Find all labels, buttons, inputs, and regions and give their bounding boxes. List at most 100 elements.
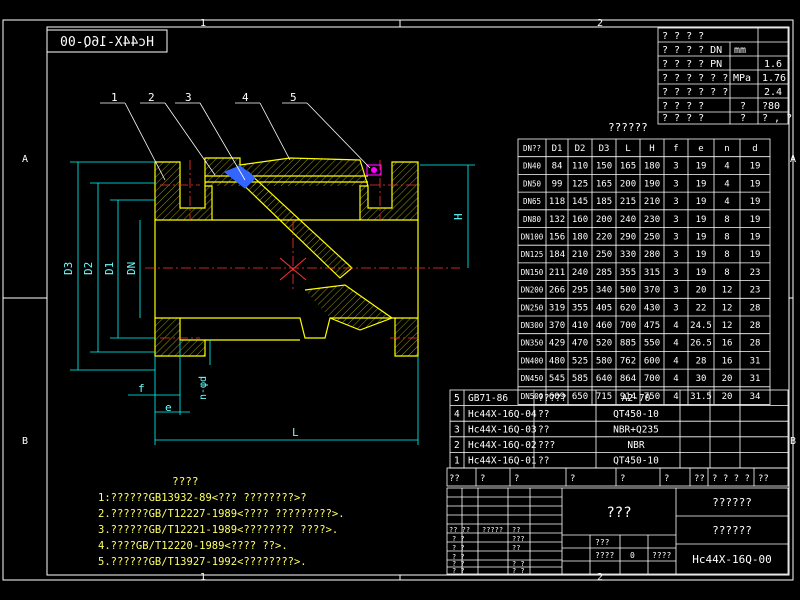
balloon-3: 3 — [185, 91, 192, 104]
dim-table-cell-11-5: 550 — [644, 339, 660, 349]
zone-col-2-bottom: 2 — [597, 572, 603, 583]
dim-table-cell-12-6: 4 — [673, 356, 678, 366]
dim-table-header-9: d — [752, 144, 757, 154]
dim-table-cell-8-7: 20 — [696, 286, 707, 296]
dim-table-cell-2-8: 4 — [724, 179, 729, 189]
dim-table-cell-13-8: 20 — [722, 374, 733, 384]
dim-table-cell-8-3: 340 — [596, 286, 612, 296]
dimension-lines — [70, 161, 475, 445]
dim-table-header-7: e — [698, 144, 703, 154]
dim-table-cell-1-7: 19 — [696, 162, 707, 172]
dim-table-cell-4-5: 230 — [644, 215, 660, 225]
cover-bolt — [366, 164, 382, 176]
balloon-5: 5 — [290, 91, 297, 104]
dim-table-cell-2-1: 99 — [552, 179, 563, 189]
inner-frame — [46, 26, 790, 576]
parts-row-4-col-2: ??? — [538, 440, 555, 451]
dim-table-cell-12-9: 31 — [750, 356, 761, 366]
dim-table-cell-10-2: 410 — [572, 321, 588, 331]
dim-table-cell-13-9: 31 — [750, 374, 761, 384]
dim-table-cell-4-0: DN80 — [523, 215, 542, 224]
dim-table-cell-14-8: 20 — [722, 392, 733, 402]
parts-row-1-col-3: A2-70 — [622, 393, 651, 404]
dim-table-cell-9-5: 430 — [644, 303, 660, 313]
dim-table-cell-13-7: 30 — [696, 374, 707, 384]
dim-table-header-0: DN?? — [523, 144, 541, 153]
spec-row-6-unit: ? — [740, 101, 746, 112]
dim-table-cell-14-0: DN500 — [521, 392, 544, 401]
dim-table-cell-11-4: 885 — [620, 339, 636, 349]
tb-scale-cell-2: ???? — [595, 551, 614, 560]
dim-h: H — [452, 213, 465, 220]
parts-row-3-col-0: 3 — [454, 424, 460, 435]
dim-table-cell-5-6: 3 — [673, 233, 678, 243]
dim-dn: DN — [125, 262, 138, 275]
dim-table-cell-10-5: 475 — [644, 321, 660, 331]
tb-left-cell-3: ? ? — [452, 535, 465, 543]
balloon-2: 2 — [148, 91, 155, 104]
dim-table-cell-11-9: 28 — [750, 339, 761, 349]
title-block-name: ??? — [606, 505, 631, 521]
dim-table-cell-9-1: 319 — [549, 303, 565, 313]
dim-table-cell-10-1: 370 — [549, 321, 565, 331]
dim-table-cell-7-8: 8 — [724, 268, 729, 278]
dim-table-header-2: D2 — [575, 144, 586, 154]
dim-table-cell-2-5: 190 — [644, 179, 660, 189]
parts-header-8: ?? — [758, 474, 769, 484]
parts-header-7: ? ? ? ? — [712, 474, 750, 484]
right-flange-bottom — [394, 317, 419, 357]
note-line-3: 3.??????GB/T12221-1989<???????? ????>. — [98, 524, 338, 536]
dim-table-cell-7-3: 285 — [596, 268, 612, 278]
dim-table-cell-11-3: 520 — [596, 339, 612, 349]
dim-table-cell-9-9: 28 — [750, 303, 761, 313]
dim-table-cell-13-3: 640 — [596, 374, 612, 384]
tb-left-cell-5: ? ? — [452, 553, 465, 561]
zone-row-b-left: B — [22, 436, 28, 447]
dim-table-cell-11-2: 470 — [572, 339, 588, 349]
dim-table-cell-2-4: 200 — [620, 179, 636, 189]
tb-mid-cell-2: ??? — [512, 535, 525, 543]
parts-row-2-col-3: QT450-10 — [613, 409, 659, 420]
dim-table-cell-1-0: DN40 — [523, 162, 542, 171]
dim-table-cell-14-4: 914 — [620, 392, 636, 402]
dim-table-cell-7-6: 3 — [673, 268, 678, 278]
note-line-5: 5.??????GB/T13927-1992<????????>. — [98, 556, 307, 568]
dim-table-header-8: n — [724, 144, 729, 154]
tb-scale-cell-1: ??? — [595, 538, 610, 547]
zone-row-a-left: A — [22, 154, 28, 165]
dim-table-cell-10-3: 460 — [596, 321, 612, 331]
dim-table-cell-8-0: DN200 — [521, 286, 544, 295]
zone-col-1-bottom: 1 — [200, 572, 206, 583]
notes-title: ???? — [172, 475, 199, 488]
dim-d2: D2 — [82, 262, 95, 275]
dim-table-cell-11-7: 26.5 — [690, 339, 712, 349]
dim-table-cell-7-9: 23 — [750, 268, 761, 278]
dim-table-cell-3-2: 145 — [572, 197, 588, 207]
dim-table-cell-12-4: 762 — [620, 356, 636, 366]
dim-table-cell-2-9: 19 — [750, 179, 761, 189]
note-line-1: 1:??????GB13932-89<??? ????????>? — [98, 492, 307, 504]
dim-l: L — [292, 426, 299, 439]
spec-row-5-label: ? ? ? ? ? ? — [662, 87, 728, 98]
tb-left-cell-7: ? ? — [452, 567, 465, 575]
dim-table-cell-7-1: 211 — [549, 268, 565, 278]
dim-table-title: ?????? — [608, 121, 648, 134]
parts-row-4-col-1: Hc44X-16Q-02 — [468, 440, 537, 451]
dim-table-cell-9-3: 405 — [596, 303, 612, 313]
tb-mid-cell-1: ?? — [512, 526, 520, 534]
balloon-4: 4 — [242, 91, 249, 104]
dim-table-cell-14-9: 34 — [750, 392, 761, 402]
dim-table-header-1: D1 — [552, 144, 563, 154]
spec-row-3-value: 1.6 — [764, 59, 782, 70]
spec-row-3-label: ? ? ? ? PN — [662, 59, 722, 70]
dim-table-cell-9-4: 620 — [620, 303, 636, 313]
parts-row-2-col-1: Hc44X-16Q-04 — [468, 409, 537, 420]
parts-row-5-col-1: Hc44X-16Q-01 — [468, 456, 537, 467]
dim-table-cell-14-6: 4 — [673, 392, 678, 402]
dim-table-cell-9-0: DN250 — [521, 303, 544, 312]
dim-table-cell-3-8: 4 — [724, 197, 729, 207]
dim-table-cell-7-0: DN150 — [521, 268, 544, 277]
parts-row-2-col-2: ?? — [538, 409, 549, 420]
